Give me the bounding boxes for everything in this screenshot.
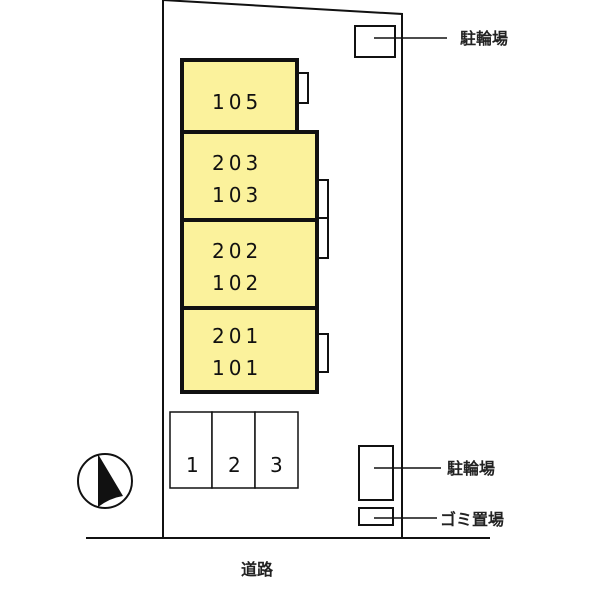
parking-space-3	[254, 411, 299, 489]
bicycle-parking-top: 駐輪場	[354, 25, 508, 58]
parking-number: 2	[228, 453, 241, 477]
unit-label: 103	[212, 183, 262, 207]
unit-label: 101	[212, 356, 262, 380]
road-label: 道路	[241, 560, 274, 579]
garbage-area-label: ゴミ置場	[440, 510, 504, 529]
building: 105 203 103 202 102 201 101	[180, 58, 329, 394]
garbage-box	[358, 507, 394, 526]
car-parking: 1 2 3	[169, 411, 299, 489]
unit-201-101-block	[180, 306, 319, 394]
unit-label: 105	[212, 90, 262, 114]
north-arrow-icon	[77, 453, 133, 509]
unit-label: 102	[212, 271, 262, 295]
unit-label: 202	[212, 239, 262, 263]
unit-label: 203	[212, 151, 262, 175]
bicycle-parking-box	[358, 445, 394, 501]
parking-space-2	[211, 411, 256, 489]
lot-boundary	[162, 0, 403, 538]
parking-number: 1	[186, 453, 199, 477]
entrance-marker	[317, 333, 329, 373]
parking-number: 3	[270, 453, 283, 477]
bicycle-parking-bottom: 駐輪場	[358, 445, 495, 501]
bicycle-parking-box	[354, 25, 396, 58]
unit-label: 201	[212, 324, 262, 348]
bicycle-parking-label: 駐輪場	[447, 459, 495, 478]
entrance-marker	[317, 179, 329, 219]
entrance-marker	[317, 217, 329, 259]
unit-203-103-block	[180, 130, 319, 222]
bicycle-parking-label: 駐輪場	[460, 29, 508, 48]
unit-202-102-block	[180, 218, 319, 310]
entrance-marker	[297, 72, 309, 104]
garbage-area: ゴミ置場	[358, 507, 504, 529]
